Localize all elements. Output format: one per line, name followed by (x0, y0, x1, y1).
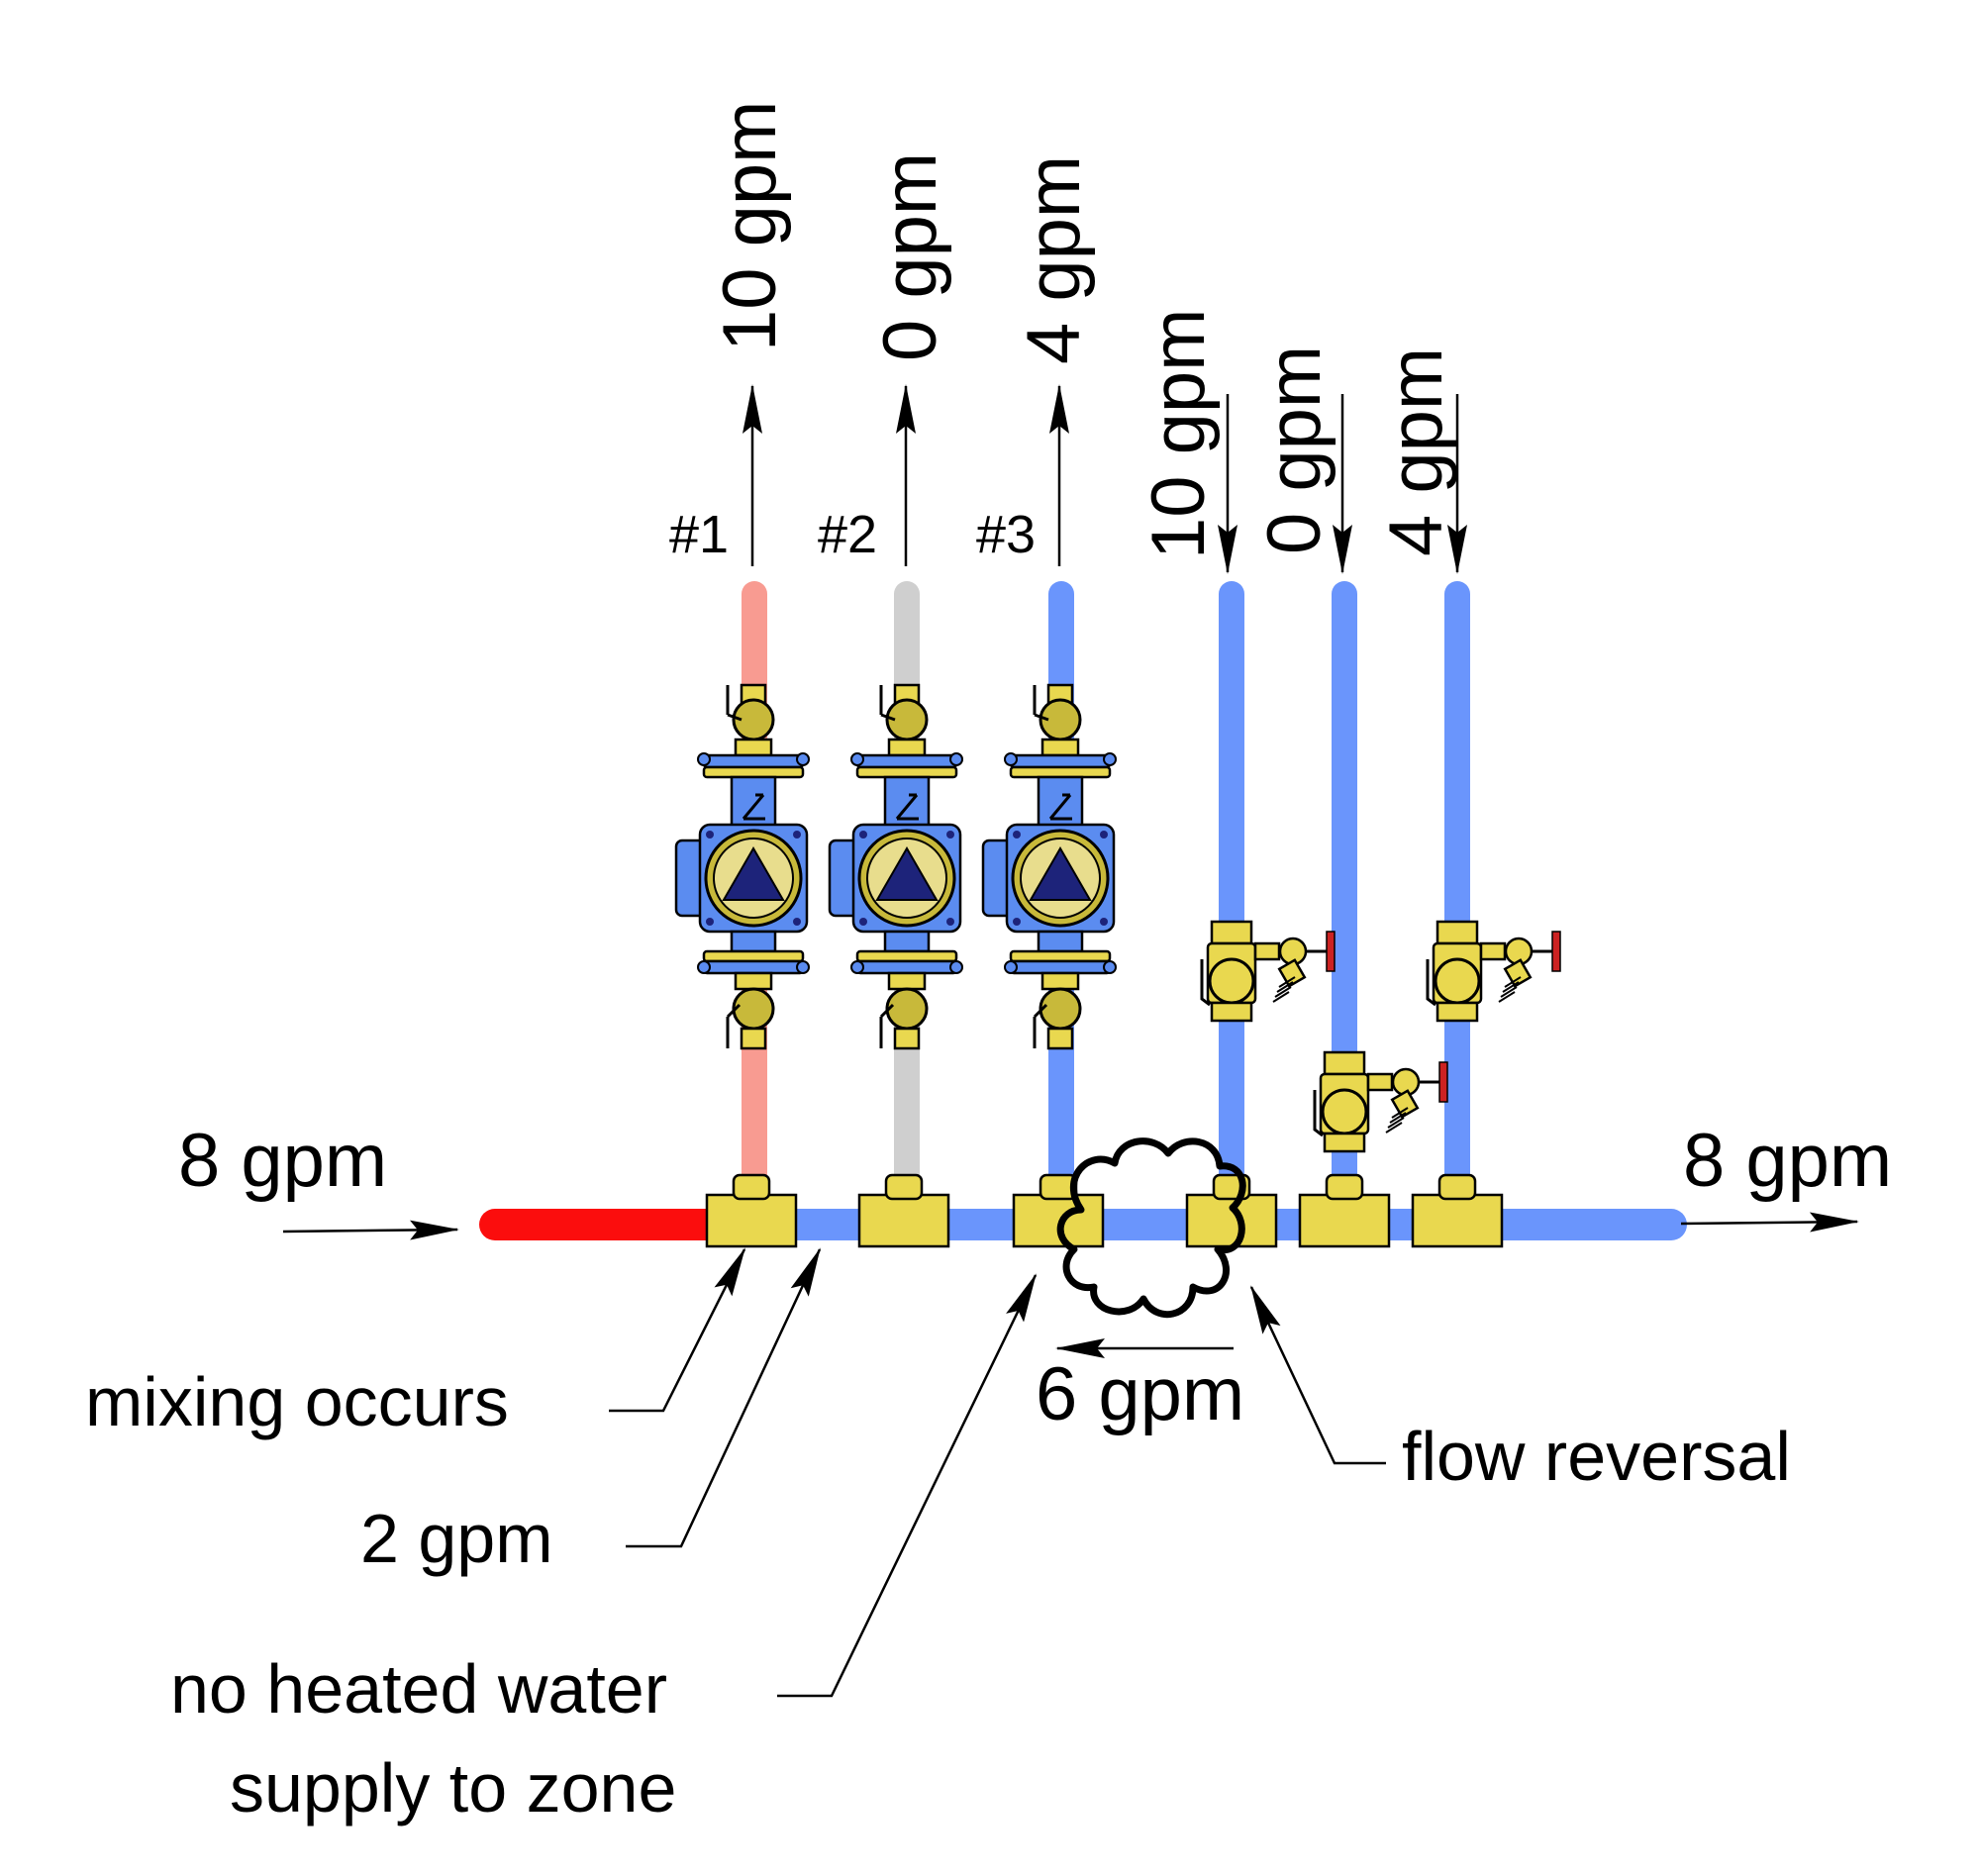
zone-label-2: #2 (818, 505, 877, 564)
no-heat-label-line1: no heated water (170, 1650, 667, 1728)
outlet-flow-label: 8 gpm (1683, 1119, 1892, 1203)
return-flow-2: 0 gpm (1252, 346, 1336, 554)
tee-fitting-icon (857, 1173, 950, 1248)
no-heat-label-line2: supply to zone (230, 1749, 676, 1827)
supply-flow-1: 10 gpm (708, 101, 792, 352)
arrow-icon (282, 1220, 459, 1240)
inlet-flow-label: 8 gpm (178, 1119, 387, 1203)
two-gpm-label: 2 gpm (360, 1500, 553, 1577)
mixing-label: mixing occurs (85, 1363, 509, 1440)
balancing-valve-icon (1426, 920, 1562, 1023)
return-flow-3: 4 gpm (1374, 347, 1458, 556)
flow-reversal-cloud (1056, 1137, 1246, 1319)
tee-fitting-icon (705, 1173, 798, 1248)
tee-fitting-icon (1411, 1173, 1504, 1248)
circulator-pump-icon (674, 683, 811, 1050)
balancing-valve-icon (1313, 1050, 1449, 1153)
zone-label-3: #3 (976, 505, 1036, 564)
labels: 8 gpm 8 gpm #1 #2 #3 10 gpm 0 gpm 4 gpm … (85, 101, 1892, 1827)
supply-flow-3: 4 gpm (1012, 155, 1096, 364)
flow-reversal-label: flow reversal (1402, 1418, 1791, 1495)
balancing-valve-icon (1200, 920, 1336, 1023)
supply-flow-2: 0 gpm (868, 152, 952, 361)
zone-label-1: #1 (669, 505, 729, 564)
balancing-valves (1200, 920, 1562, 1153)
leader-flow-reversal (1249, 1285, 1386, 1465)
return-flow-1: 10 gpm (1137, 309, 1221, 560)
reverse-flow-label: 6 gpm (1036, 1352, 1244, 1436)
circulator-pump-icon (828, 683, 964, 1050)
arrow-icon (1680, 1212, 1859, 1233)
leader-2gpm (626, 1247, 822, 1548)
leader-mixing (609, 1247, 746, 1413)
flow-arrows (282, 384, 1859, 1358)
circulator-pumps (674, 683, 1118, 1050)
leader-no-heat (777, 1273, 1038, 1698)
tee-fitting-icon (1298, 1173, 1391, 1248)
circulator-pump-icon (981, 683, 1118, 1050)
leader-lines (609, 1247, 1386, 1698)
